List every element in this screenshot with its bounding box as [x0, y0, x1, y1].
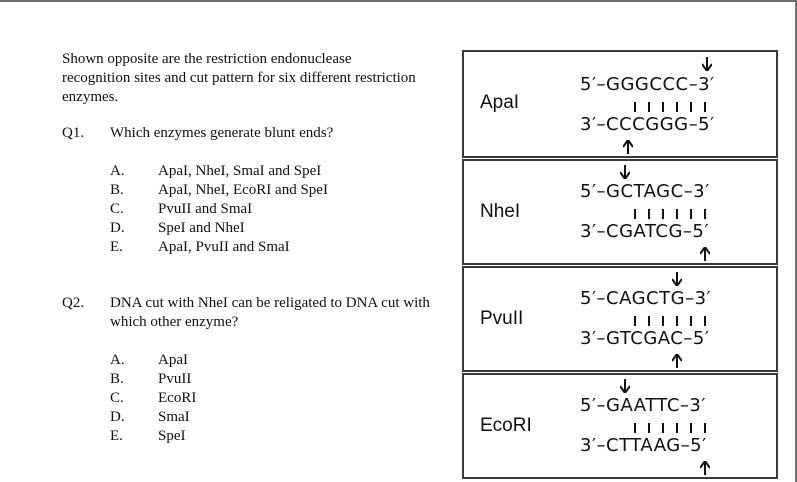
top-strand-sequence: 5′–CAGCTG–3′ [580, 288, 712, 309]
enzyme-name: NheI [480, 201, 521, 222]
bottom-cut-arrow-icon [700, 247, 710, 261]
enzyme-card-nhei: NheI 5′–GCTAGC–3′ 3′–CGATCG–5′ [462, 159, 778, 265]
enzyme-card-apai: ApaI 5′–GGGCCC–3′ 3′–CCCGGG–5′ [462, 50, 778, 158]
option-letter: C. [110, 201, 124, 217]
option-letter: B. [110, 371, 124, 387]
option-text: ApaI, NheI, EcoRI and SpeI [158, 182, 328, 198]
option-text: SmaI [158, 409, 190, 425]
top-cut-arrow-icon [672, 272, 682, 286]
bottom-cut-arrow-icon [672, 354, 682, 368]
page-frame-right [795, 0, 797, 482]
top-cut-arrow-icon [620, 165, 630, 179]
page-frame-top [0, 0, 797, 2]
intro-text: Shown opposite are the restriction endon… [62, 51, 416, 105]
option-letter: C. [110, 390, 124, 406]
q1-text: Which enzymes generate blunt ends? [110, 125, 334, 141]
base-pair-ticks [632, 423, 722, 433]
option-text: ApaI, NheI, SmaI and SpeI [158, 163, 322, 179]
option-text: EcoRI [158, 390, 197, 406]
top-cut-arrow-icon [702, 57, 712, 71]
top-cut-arrow-icon [620, 379, 630, 393]
base-pair-ticks [632, 209, 722, 219]
option-letter: A. [110, 352, 125, 368]
bottom-strand-sequence: 3′–GTCGAC–5′ [580, 328, 710, 349]
top-strand-sequence: 5′–GGGCCC–3′ [580, 74, 715, 95]
bottom-cut-arrow-icon [623, 140, 633, 154]
bottom-strand-sequence: 3′–CTTAAG–5′ [580, 435, 707, 456]
option-text: SpeI and NheI [158, 220, 245, 236]
q2-number: Q2. [62, 295, 85, 311]
option-text: ApaI, PvuII and SmaI [158, 239, 290, 255]
option-letter: E. [110, 428, 123, 444]
top-strand-sequence: 5′–GAATTC–3′ [580, 395, 706, 416]
bottom-strand-sequence: 3′–CCCGGG–5′ [580, 114, 715, 135]
enzyme-name: EcoRI [480, 415, 532, 436]
option-letter: B. [110, 182, 124, 198]
enzyme-card-pvuii: PvuII 5′–CAGCTG–3′ 3′–GTCGAC–5′ [462, 266, 778, 372]
enzyme-card-ecori: EcoRI 5′–GAATTC–3′ 3′–CTTAAG–5′ [462, 373, 778, 479]
base-pair-ticks [632, 316, 722, 326]
top-strand-sequence: 5′–GCTAGC–3′ [580, 181, 710, 202]
option-text: PvuII [158, 371, 192, 387]
option-text: ApaI [158, 352, 188, 368]
bottom-cut-arrow-icon [700, 461, 710, 475]
bottom-strand-sequence: 3′–CGATCG–5′ [580, 221, 709, 242]
option-text: PvuII and SmaI [158, 201, 253, 217]
option-letter: A. [110, 163, 125, 179]
enzyme-name: ApaI [480, 92, 520, 113]
option-letter: E. [110, 239, 123, 255]
option-text: SpeI [158, 428, 186, 444]
q2-text: DNA cut with NheI can be religated to DN… [110, 295, 430, 330]
option-letter: D. [110, 220, 125, 236]
base-pair-ticks [632, 102, 722, 112]
q1-number: Q1. [62, 125, 85, 141]
enzyme-name: PvuII [480, 308, 524, 329]
option-letter: D. [110, 409, 125, 425]
